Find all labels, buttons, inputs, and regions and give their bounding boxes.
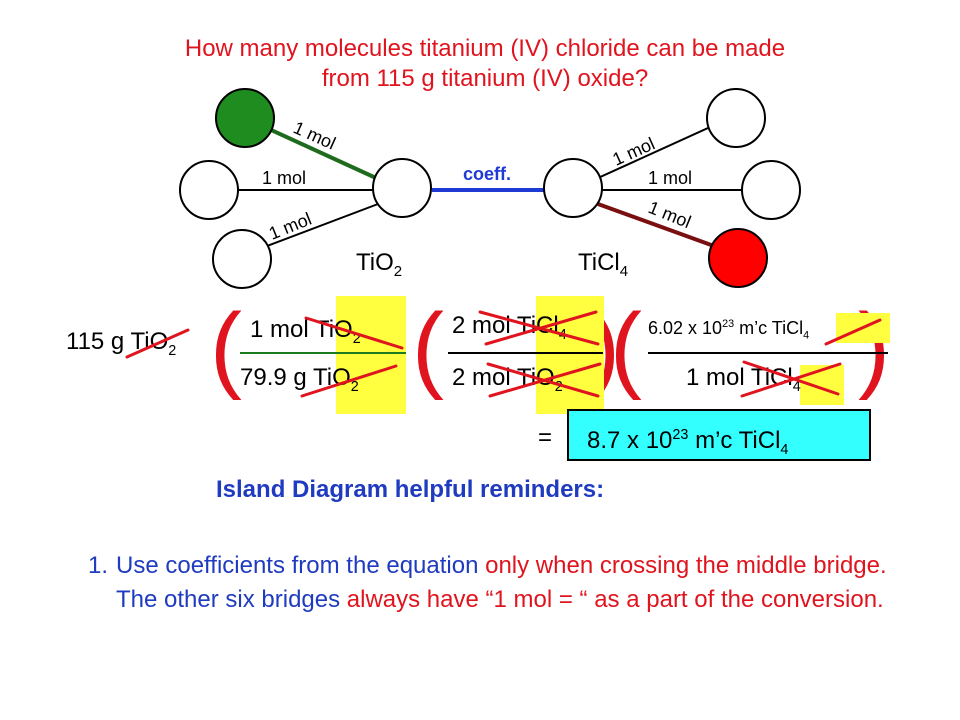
island-label-tio2: TiO2 (356, 249, 402, 280)
island-left-middle (179, 160, 239, 220)
island-end-red (708, 228, 768, 288)
fraction-bar-2 (448, 352, 603, 354)
island-left-bottom (212, 229, 272, 289)
bridge-label-mid-right: 1 mol (648, 168, 692, 188)
paren-open-1: ( (210, 294, 242, 401)
island-label-ticl4: TiCl4 (578, 249, 628, 280)
strike-given-a (125, 328, 190, 359)
answer-box: 8.7 x 1023 m’c TiCl4 (567, 409, 871, 461)
question-text: How many molecules titanium (IV) chlorid… (60, 34, 910, 94)
reminder-item-1: 1. Use coefficients from the equation on… (88, 549, 908, 616)
question-line-2: from 115 g titanium (IV) oxide? (321, 65, 649, 92)
given-quantity: 115 g TiO2 (66, 328, 176, 359)
fraction-bar-1 (240, 352, 406, 354)
reminder-body: Use coefficients from the equation only … (116, 549, 908, 616)
island-tio2 (372, 158, 432, 218)
island-right-top (706, 88, 766, 148)
fraction-3-numerator: 6.02 x 1023 m’c TiCl4 (648, 318, 810, 342)
answer-sub: 4 (780, 441, 789, 458)
island-start-green (215, 88, 275, 148)
question-line-1: How many molecules titanium (IV) chlorid… (184, 35, 786, 62)
island-ticl4 (543, 158, 603, 218)
reminder-part-2: only when crossing the middle bridge. (478, 552, 887, 579)
strike-f3-num-a (824, 318, 882, 346)
island-right-middle (741, 160, 801, 220)
paren-open-2: ( (412, 294, 444, 401)
strike-f1-den-a (300, 364, 398, 398)
fraction-bar-3 (648, 352, 888, 354)
reminder-number: 1. (88, 552, 109, 579)
strike-f2-num-b (484, 310, 598, 346)
fraction-2-numerator: 2 mol TiCl4 (452, 312, 567, 343)
reminder-part-4: always have “1 mol = “ as a part of the … (346, 585, 884, 613)
reminder-part-1: Use coefficients from the equation (116, 552, 479, 579)
strike-f2-den-b (488, 362, 602, 398)
strike-f1-num-a (304, 316, 404, 350)
bridge-label-mid-left: 1 mol (262, 168, 306, 188)
given-text: 115 g TiO (66, 328, 169, 355)
bridge-label-coefficient: coeff. (463, 164, 511, 184)
reminders-heading: Island Diagram helpful reminders: (216, 476, 605, 503)
strike-f3-den-a (742, 360, 840, 396)
given-sub: 2 (168, 342, 177, 359)
answer-exponent: 23 (672, 427, 689, 443)
answer-mantissa: 8.7 x 10 (587, 427, 673, 454)
answer-unit: m’c TiCl (688, 427, 781, 454)
strike-f3-den-b (740, 362, 842, 398)
highlight-box-tio2 (336, 296, 406, 414)
reminder-part-3: The other six bridges (116, 585, 347, 613)
paren-open-3: ( (610, 294, 642, 401)
equals-sign: = (538, 424, 553, 451)
